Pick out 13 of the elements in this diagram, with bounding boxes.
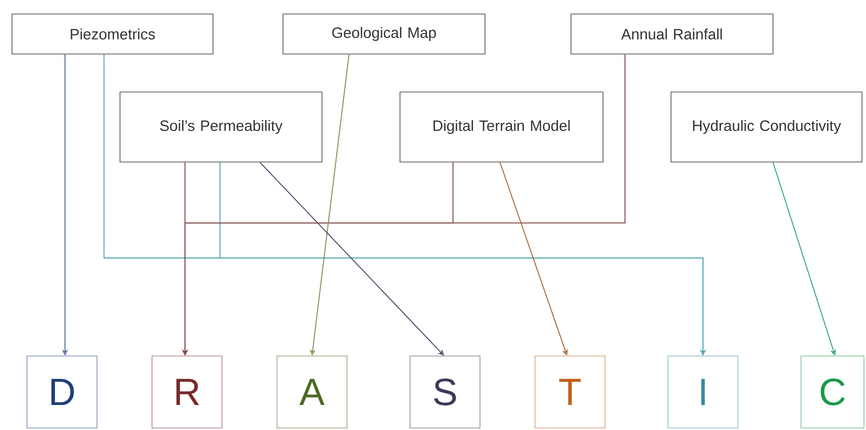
letter-box: S	[410, 356, 480, 428]
factor-box: Annual Rainfall	[570, 14, 774, 54]
letter-box: C	[800, 356, 864, 428]
factor-box: Geological Map	[282, 14, 486, 54]
letter-box: T	[534, 356, 606, 428]
factor-box: Digital Terrain Model	[400, 92, 604, 162]
factor-box: Soil’s Permeability	[120, 92, 322, 162]
letter-box: R	[152, 356, 222, 428]
letter-box: I	[668, 356, 738, 428]
letter-box: D	[26, 356, 98, 428]
letter-box: A	[276, 356, 348, 428]
factor-box: Piezometrics	[12, 14, 214, 54]
factor-box: Hydraulic Conductivity	[670, 92, 862, 162]
